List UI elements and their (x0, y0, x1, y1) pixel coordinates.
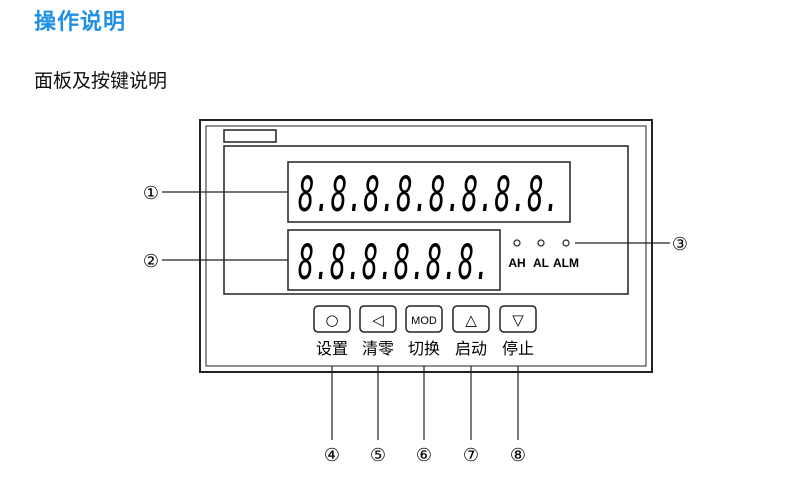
switch-button-frame (405, 305, 443, 333)
callout-3: ③ (672, 234, 688, 255)
lower-display (287, 229, 501, 291)
start-button-frame (452, 305, 490, 333)
display-window (223, 145, 629, 295)
left-triangle-icon: ◁ (372, 311, 384, 329)
panel-inner-frame (205, 125, 647, 367)
start-button-label: 启动 (455, 339, 487, 358)
set-button-frame (313, 305, 351, 333)
al-led-icon (537, 239, 545, 247)
ah-led-icon (513, 239, 521, 247)
callout-5: ⑤ (370, 445, 386, 466)
circle-icon: ○ (325, 311, 338, 329)
upper-display (287, 161, 571, 223)
indicator-label-alm: ALM (553, 256, 579, 270)
callout-2: ② (143, 251, 159, 272)
stop-button[interactable]: ▽ (499, 305, 537, 333)
switch-button-label: 切换 (408, 339, 440, 358)
switch-button[interactable]: MOD (405, 305, 443, 333)
page-title: 操作说明 (34, 10, 127, 35)
callout-8: ⑧ (510, 445, 526, 466)
clear-button[interactable]: ◁ (359, 305, 397, 333)
clear-button-label: 清零 (362, 339, 394, 358)
callout-7: ⑦ (463, 445, 479, 466)
label-tab (223, 129, 277, 143)
callout-6: ⑥ (416, 445, 432, 466)
start-button[interactable]: △ (452, 305, 490, 333)
stop-button-label: 停止 (502, 339, 534, 358)
section-title: 面板及按键说明 (34, 70, 168, 92)
stop-button-frame (499, 305, 537, 333)
mod-icon: MOD (411, 315, 437, 327)
indicator-label-al: AL (533, 256, 549, 270)
callout-4: ④ (324, 445, 340, 466)
up-triangle-icon: △ (465, 311, 477, 329)
alm-led-icon (562, 239, 570, 247)
indicator-label-ah: AH (508, 256, 525, 270)
clear-button-frame (359, 305, 397, 333)
callout-1: ① (143, 183, 159, 204)
down-triangle-icon: ▽ (512, 311, 524, 329)
set-button[interactable]: ○ (313, 305, 351, 333)
upper-display-digits: 8.8.8.8.8.8.8.8. (298, 167, 560, 223)
lower-display-digits: 8.8.8.8.8.8. (298, 235, 490, 291)
set-button-label: 设置 (316, 339, 348, 358)
